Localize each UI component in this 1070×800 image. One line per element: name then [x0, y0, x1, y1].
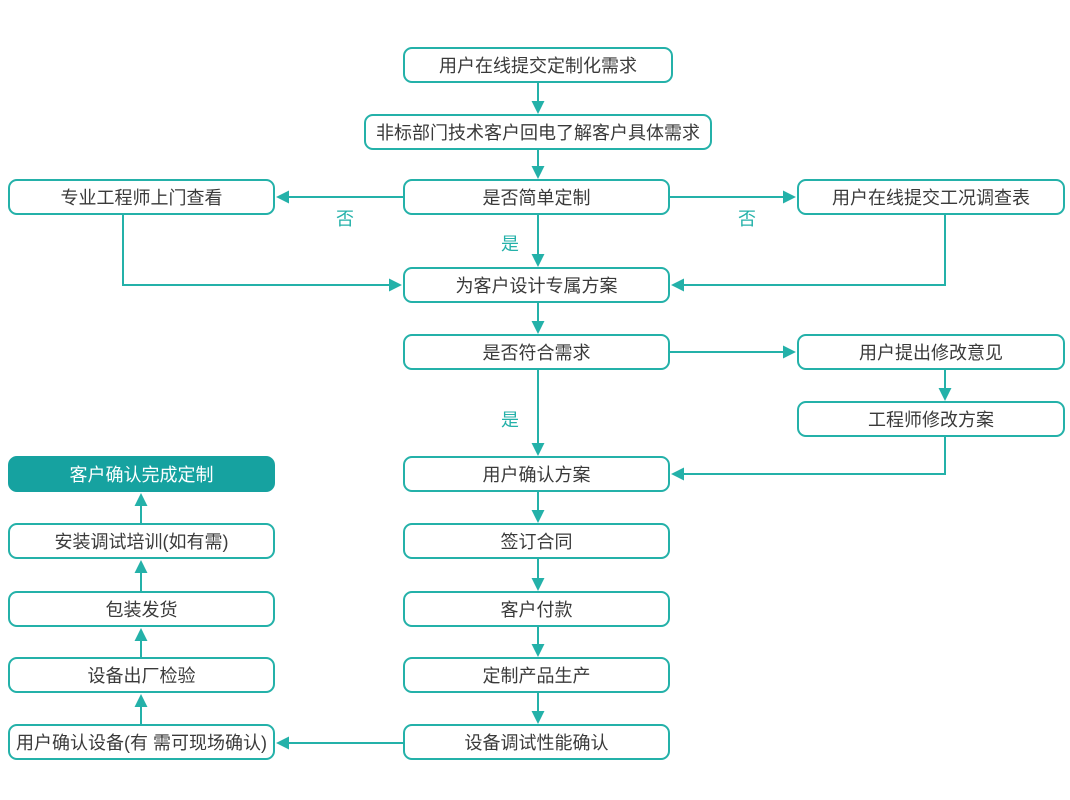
node-confirm-plan: 用户确认方案 — [403, 456, 670, 492]
node-onsite-check: 专业工程师上门查看 — [8, 179, 275, 215]
node-survey-form: 用户在线提交工况调查表 — [797, 179, 1065, 215]
edge-onsite-to-design — [122, 215, 402, 292]
node-payment: 客户付款 — [403, 591, 670, 627]
node-user-confirm-device: 用户确认设备(有 需可现场确认) — [8, 724, 275, 760]
node-training: 安装调试培训(如有需) — [8, 523, 275, 559]
node-meets-decision: 是否符合需求 — [403, 334, 670, 370]
node-simple-decision: 是否简单定制 — [403, 179, 670, 215]
edge-label-no-left: 否 — [336, 209, 354, 229]
node-feedback: 用户提出修改意见 — [797, 334, 1065, 370]
node-debug-confirm: 设备调试性能确认 — [403, 724, 670, 760]
node-shipping: 包装发货 — [8, 591, 275, 627]
node-revise-plan: 工程师修改方案 — [797, 401, 1065, 437]
edge-label-no-right: 否 — [738, 209, 756, 229]
node-factory-inspection: 设备出厂检验 — [8, 657, 275, 693]
node-production: 定制产品生产 — [403, 657, 670, 693]
edge-survey-to-design — [671, 215, 946, 292]
node-callback: 非标部门技术客户回电了解客户具体需求 — [364, 114, 712, 150]
edge-revise-to-confirmplan — [671, 437, 946, 481]
edge-label-yes-bottom: 是 — [501, 410, 519, 430]
node-submit-request: 用户在线提交定制化需求 — [403, 47, 673, 83]
node-complete: 客户确认完成定制 — [8, 456, 275, 492]
node-contract: 签订合同 — [403, 523, 670, 559]
edge-label-yes-top: 是 — [501, 234, 519, 254]
node-design-plan: 为客户设计专属方案 — [403, 267, 670, 303]
